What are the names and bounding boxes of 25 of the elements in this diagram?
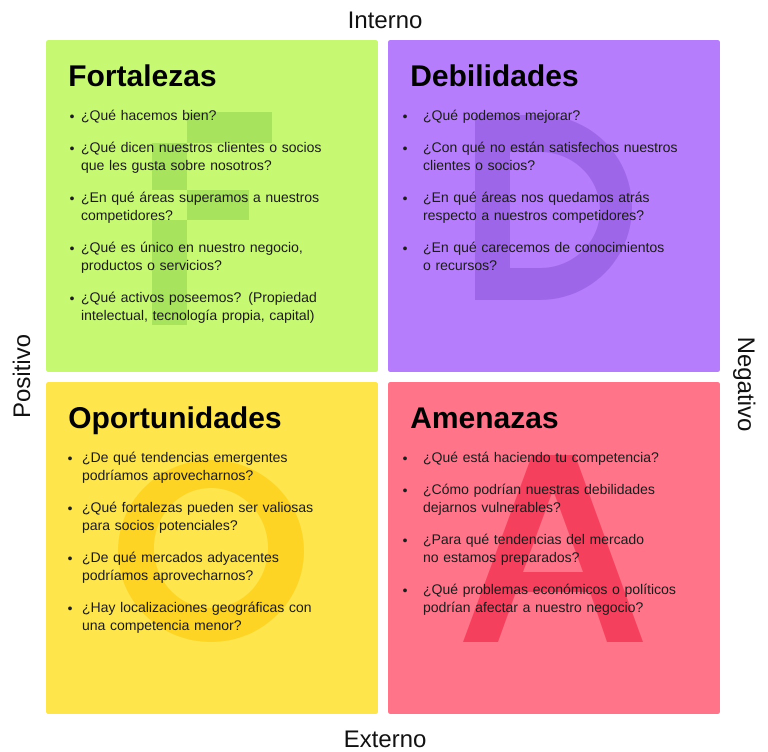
question-text: ¿En qué carecemos de conocimientos o recursos? <box>424 242 664 270</box>
question-text: ¿Qué problemas económicos o políticos podrían afectar a nuestro negocio? <box>424 584 676 615</box>
question-text: ¿De qué tendencias emergentes podríamos aprovecharnos? <box>82 452 287 483</box>
quadrant-heading: Amenazas <box>410 407 558 428</box>
axis-label: Interno <box>350 11 422 28</box>
question-text: ¿Cómo podrían nuestras debilidades dejarnos vulnerables? <box>424 484 654 515</box>
axis-label: Positivo <box>12 335 30 416</box>
question-text: ¿Qué dicen nuestros clientes o socios que les gusta sobre nosotros? <box>82 142 321 173</box>
quadrant-heading: Oportunidades <box>69 406 280 434</box>
question-text: ¿Qué podemos mejorar? <box>424 110 580 123</box>
question-text: ¿En qué áreas superamos a nuestros competidores? <box>82 192 319 223</box>
question-text: ¿De qué mercados adyacentes podríamos aprovecharnos? <box>82 552 278 583</box>
quadrant-heading: Debilidades <box>412 64 578 86</box>
question-text: ¿Qué activos poseemos? (Propiedad intelectual, tecnología propia, capital) <box>82 292 316 323</box>
quadrant-heading: Fortalezas <box>70 64 216 86</box>
axis-label: Negativo <box>733 338 756 430</box>
question-text: ¿Qué fortalezas pueden ser valiosas para socios potenciales? <box>82 502 313 533</box>
question-text: ¿Qué está haciendo tu competencia? <box>424 452 658 465</box>
question-text: ¿En qué áreas nos quedamos atrás respecto a nuestros competidores? <box>424 192 649 223</box>
question-text: ¿Qué hacemos bien? <box>82 110 216 123</box>
axis-label: Externo <box>346 730 426 748</box>
question-text: ¿Hay localizaciones geográficas con una competencia menor? <box>82 602 311 633</box>
question-text: ¿Con qué no están satisfechos nuestros clientes o socios? <box>424 142 677 170</box>
question-text: ¿Qué es único en nuestro negocio, productos o servicios? <box>82 242 302 273</box>
question-text: ¿Para qué tendencias del mercado no estamos preparados? <box>424 534 644 565</box>
